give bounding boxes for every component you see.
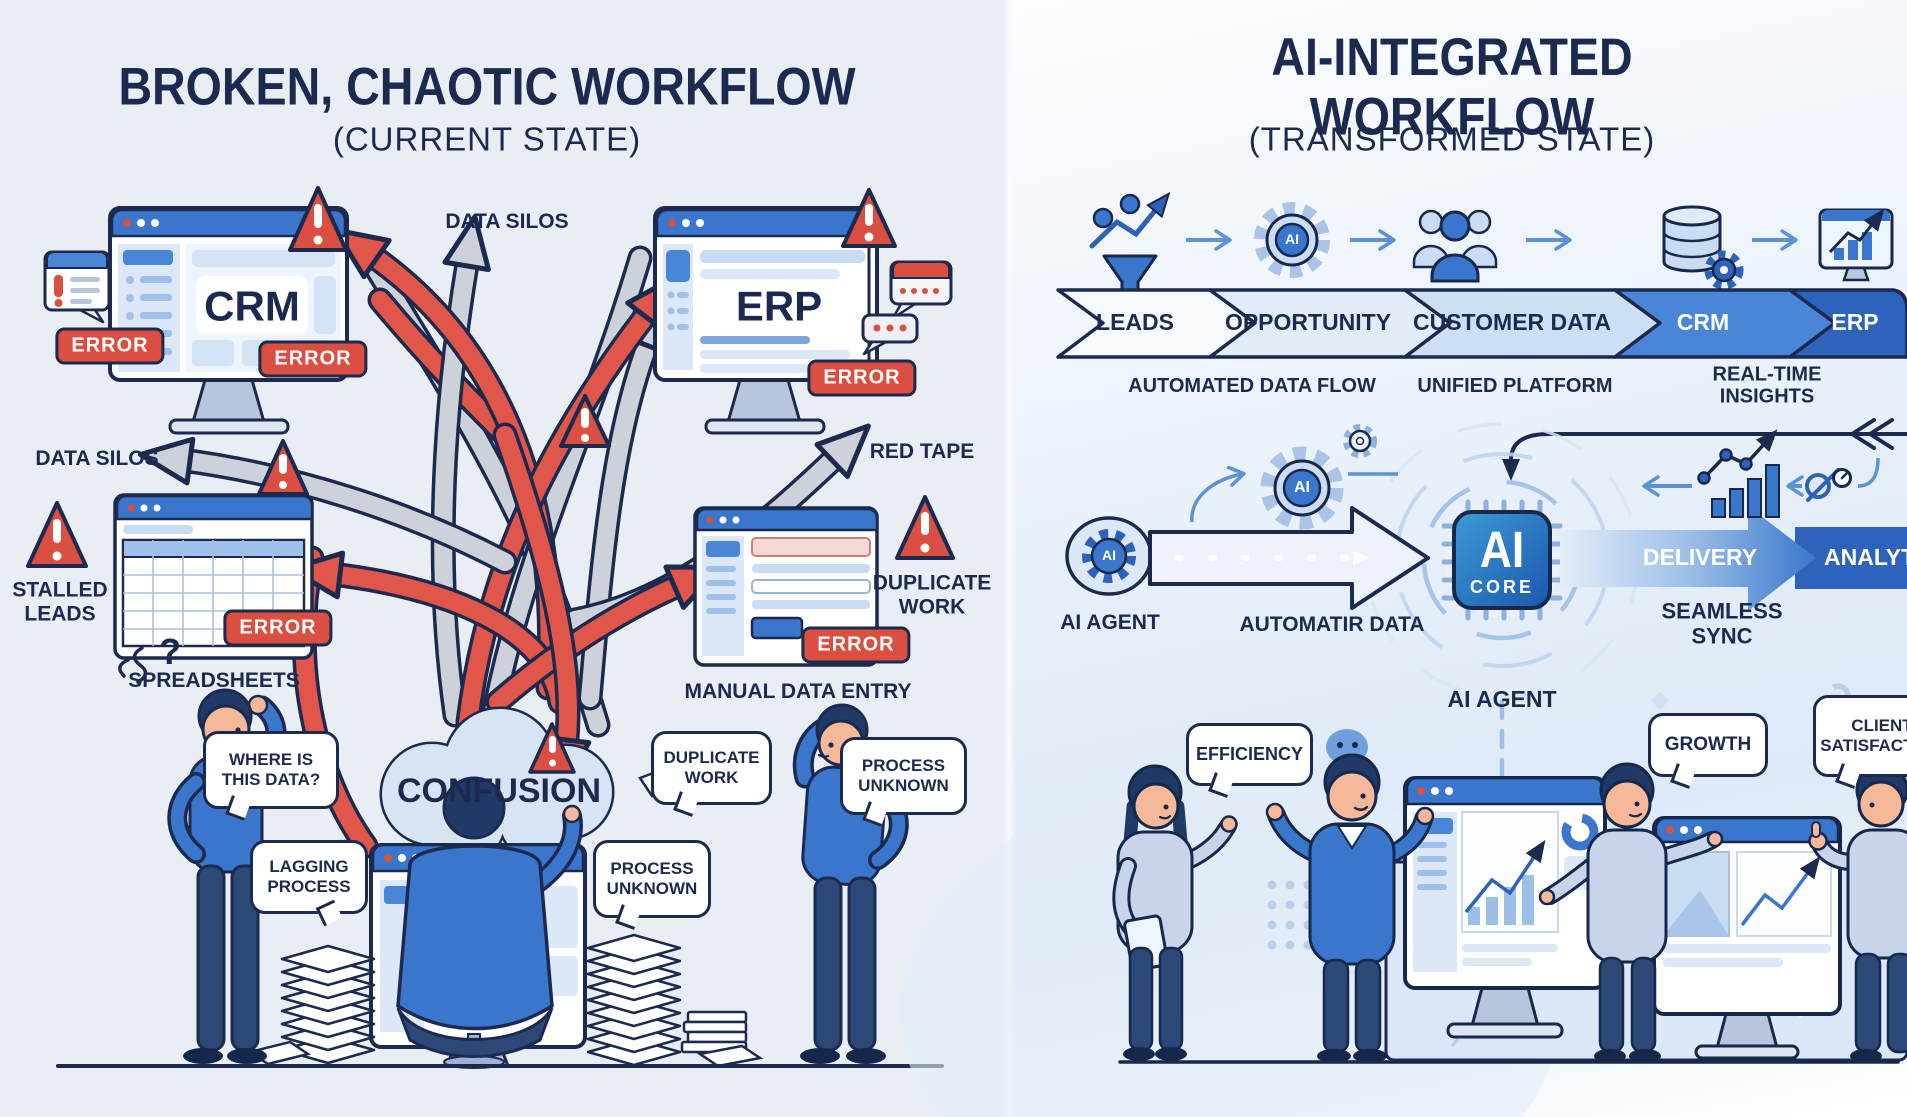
dashboard-monitor-small: [1652, 816, 1842, 1060]
database-icon: [1662, 205, 1744, 290]
warning-triangle-icon: [841, 188, 897, 370]
monitor-chart-icon: [1818, 208, 1894, 282]
ai-agent-left-label: AI AGENT: [1060, 611, 1160, 635]
speech-bubble-efficiency: EFFICIENCY: [1186, 723, 1313, 786]
ai-badge-mid-gear: AI: [1294, 479, 1310, 497]
people-group-icon: [1412, 209, 1498, 283]
right-panel-title: AI-INTEGRATED WORKFLOW: [1271, 28, 1633, 147]
flow-step-opportunity: OPPORTUNITY: [1224, 309, 1392, 336]
duplicate-work-side-label: DUPLICATE WORK: [872, 571, 992, 618]
error-badge-crm-left: ERROR: [55, 327, 165, 365]
data-silos-top-label: DATA SILOS: [445, 210, 569, 234]
question-mark: ?: [159, 630, 181, 672]
speech-bubble-client-satisfaction: CLIENT SATISFACTION: [1813, 695, 1907, 777]
speech-bubble-where-is-data: WHERE IS THIS DATA?: [203, 731, 339, 809]
analytics-label: ANALYTICS: [1824, 544, 1907, 571]
tangled-arrows: [137, 214, 871, 859]
caption-unified-platform: UNIFIED PLATFORM: [1417, 374, 1613, 397]
processing-gear-icon: [1190, 424, 1398, 530]
seamless-sync-label: SEAMLESS SYNC: [1661, 598, 1783, 648]
spreadsheets-label: SPREADSHEETS: [128, 669, 300, 693]
warning-triangle-icon: [895, 495, 955, 560]
team-member-right-edge: [1808, 763, 1907, 1063]
erp-label: ERP: [735, 282, 823, 330]
ai-core-label-top: AI: [1479, 520, 1525, 578]
chat-bubble-icon: [861, 313, 919, 356]
delivery-label: DELIVERY: [1642, 544, 1758, 571]
notification-card-icon: [43, 250, 111, 324]
leads-funnel-icon: [1089, 195, 1158, 306]
manual-data-entry-label: MANUAL DATA ENTRY: [684, 680, 912, 704]
ai-core-chip-icon: [1441, 499, 1563, 621]
ai-core-label-bottom: CORE: [1469, 576, 1535, 597]
confused-person-right: [792, 703, 909, 1064]
warning-triangle-icon: [26, 501, 88, 568]
data-silos-left-label: DATA SILOS: [35, 447, 159, 471]
bar-chart-icon: [1697, 429, 1780, 518]
speech-bubble-growth: GROWTH: [1648, 713, 1768, 777]
flow-step-customer-data: CUSTOMER DATA: [1412, 309, 1612, 336]
error-badge-erp: ERROR: [807, 359, 917, 397]
flow-step-erp: ERP: [1831, 309, 1879, 336]
left-panel-title: BROKEN, CHAOTIC WORKFLOW: [118, 58, 856, 117]
diamond-decoration: [1650, 691, 1670, 710]
error-badge-manual-entry: ERROR: [801, 626, 911, 664]
warning-triangle-icon: [528, 722, 576, 774]
flow-step-crm: CRM: [1676, 309, 1730, 336]
caption-real-time-insights: REAL-TIME INSIGHTS: [1712, 363, 1822, 408]
chat-bubble-icon: [889, 260, 953, 320]
ai-agent-center-label: AI AGENT: [1447, 686, 1557, 713]
warning-triangle-icon: [257, 439, 309, 496]
speech-bubble-process-unknown-top: PROCESS UNKNOWN: [840, 737, 967, 815]
speech-bubble-process-unknown-bottom: PROCESS UNKNOWN: [593, 840, 711, 918]
automated-data-label: AUTOMATIR DATA: [1239, 613, 1425, 637]
gear-ai-icon: [1254, 202, 1330, 278]
stalled-leads-label: STALLED LEADS: [12, 578, 108, 625]
delivery-analytics-arrow: [1560, 506, 1907, 611]
agent-to-core-arrow: [1148, 506, 1430, 610]
right-panel-subtitle: (TRANSFORMED STATE): [1248, 120, 1656, 158]
gauge-icon: [1805, 457, 1880, 502]
speech-bubble-duplicate-work: DUPLICATE WORK: [651, 731, 772, 805]
crm-label: CRM: [204, 282, 300, 330]
crm-monitor: [108, 206, 349, 435]
flow-step-leads: LEADS: [1096, 309, 1174, 336]
left-panel-subtitle: (CURRENT STATE): [332, 120, 642, 158]
team-member-woman: [1112, 764, 1238, 1061]
team-member-presenter: [1265, 753, 1435, 1063]
ai-agent-gear-badge: [1065, 516, 1153, 596]
ai-badge-icon-row: AI: [1285, 231, 1299, 248]
warning-triangle-icon: [559, 394, 611, 448]
paper-stack: [246, 944, 376, 1066]
red-tape-label: RED TAPE: [869, 440, 975, 464]
caption-automated-data-flow: AUTOMATED DATA FLOW: [1128, 374, 1376, 397]
warning-triangle-icon: [288, 186, 348, 252]
erp-monitor: [653, 206, 879, 435]
confusion-label: CONFUSION: [397, 771, 601, 810]
ai-badge-agent-oval: AI: [1102, 547, 1116, 564]
team-member-pointing: [1538, 762, 1724, 1063]
speech-bubble-lagging-process: LAGGING PROCESS: [250, 840, 368, 914]
pipeline-chevrons: [1056, 288, 1907, 359]
error-badge-crm-inner: ERROR: [258, 340, 368, 378]
manual-entry-window: [693, 506, 879, 667]
error-badge-spreadsheet: ERROR: [223, 609, 333, 647]
